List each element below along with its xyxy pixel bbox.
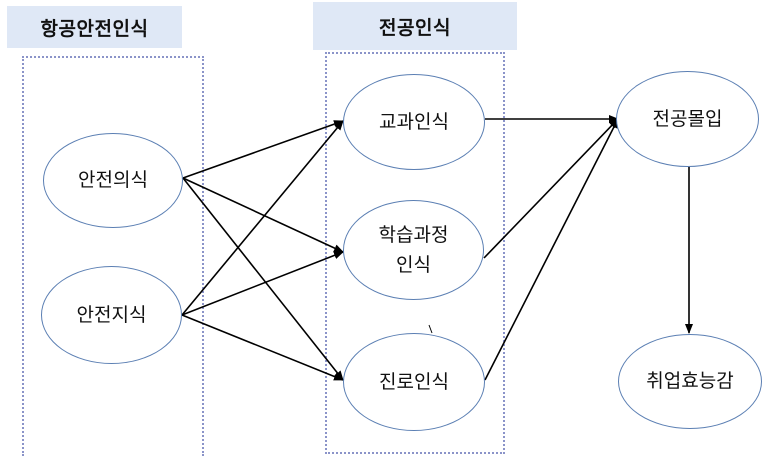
arrow-safety-awareness-to-career-awareness <box>182 177 344 381</box>
node-subject-awareness: 교과인식 <box>343 74 485 170</box>
node-safety-awareness: 안전의식 <box>43 133 183 228</box>
arrow-course-awareness-to-major-commitment <box>483 118 619 259</box>
group-header-aviation-safety: 항공안전인식 <box>7 6 182 48</box>
arrow-safety-awareness-to-subject-awareness <box>182 120 344 179</box>
arrow-safety-awareness-to-course-awareness <box>182 177 344 253</box>
arrow-safety-knowledge-to-career-awareness <box>181 314 344 381</box>
node-major-commitment: 전공몰입 <box>616 71 759 167</box>
group-box-major-awareness <box>325 52 505 454</box>
node-safety-knowledge: 안전지식 <box>41 266 182 364</box>
arrow-safety-knowledge-to-course-awareness <box>181 251 344 316</box>
group-box-aviation-safety <box>22 56 204 456</box>
node-course-awareness: 학습과정 인식 <box>343 200 484 300</box>
group-header-major-awareness: 전공인식 <box>313 2 517 50</box>
node-career-awareness: 진로인식 <box>343 333 485 431</box>
node-employment-efficacy: 취업효능감 <box>618 334 762 429</box>
arrow-safety-knowledge-to-subject-awareness <box>181 120 344 316</box>
arrow-career-awareness-to-major-commitment <box>484 118 619 381</box>
stray-tick-mark <box>428 324 433 334</box>
